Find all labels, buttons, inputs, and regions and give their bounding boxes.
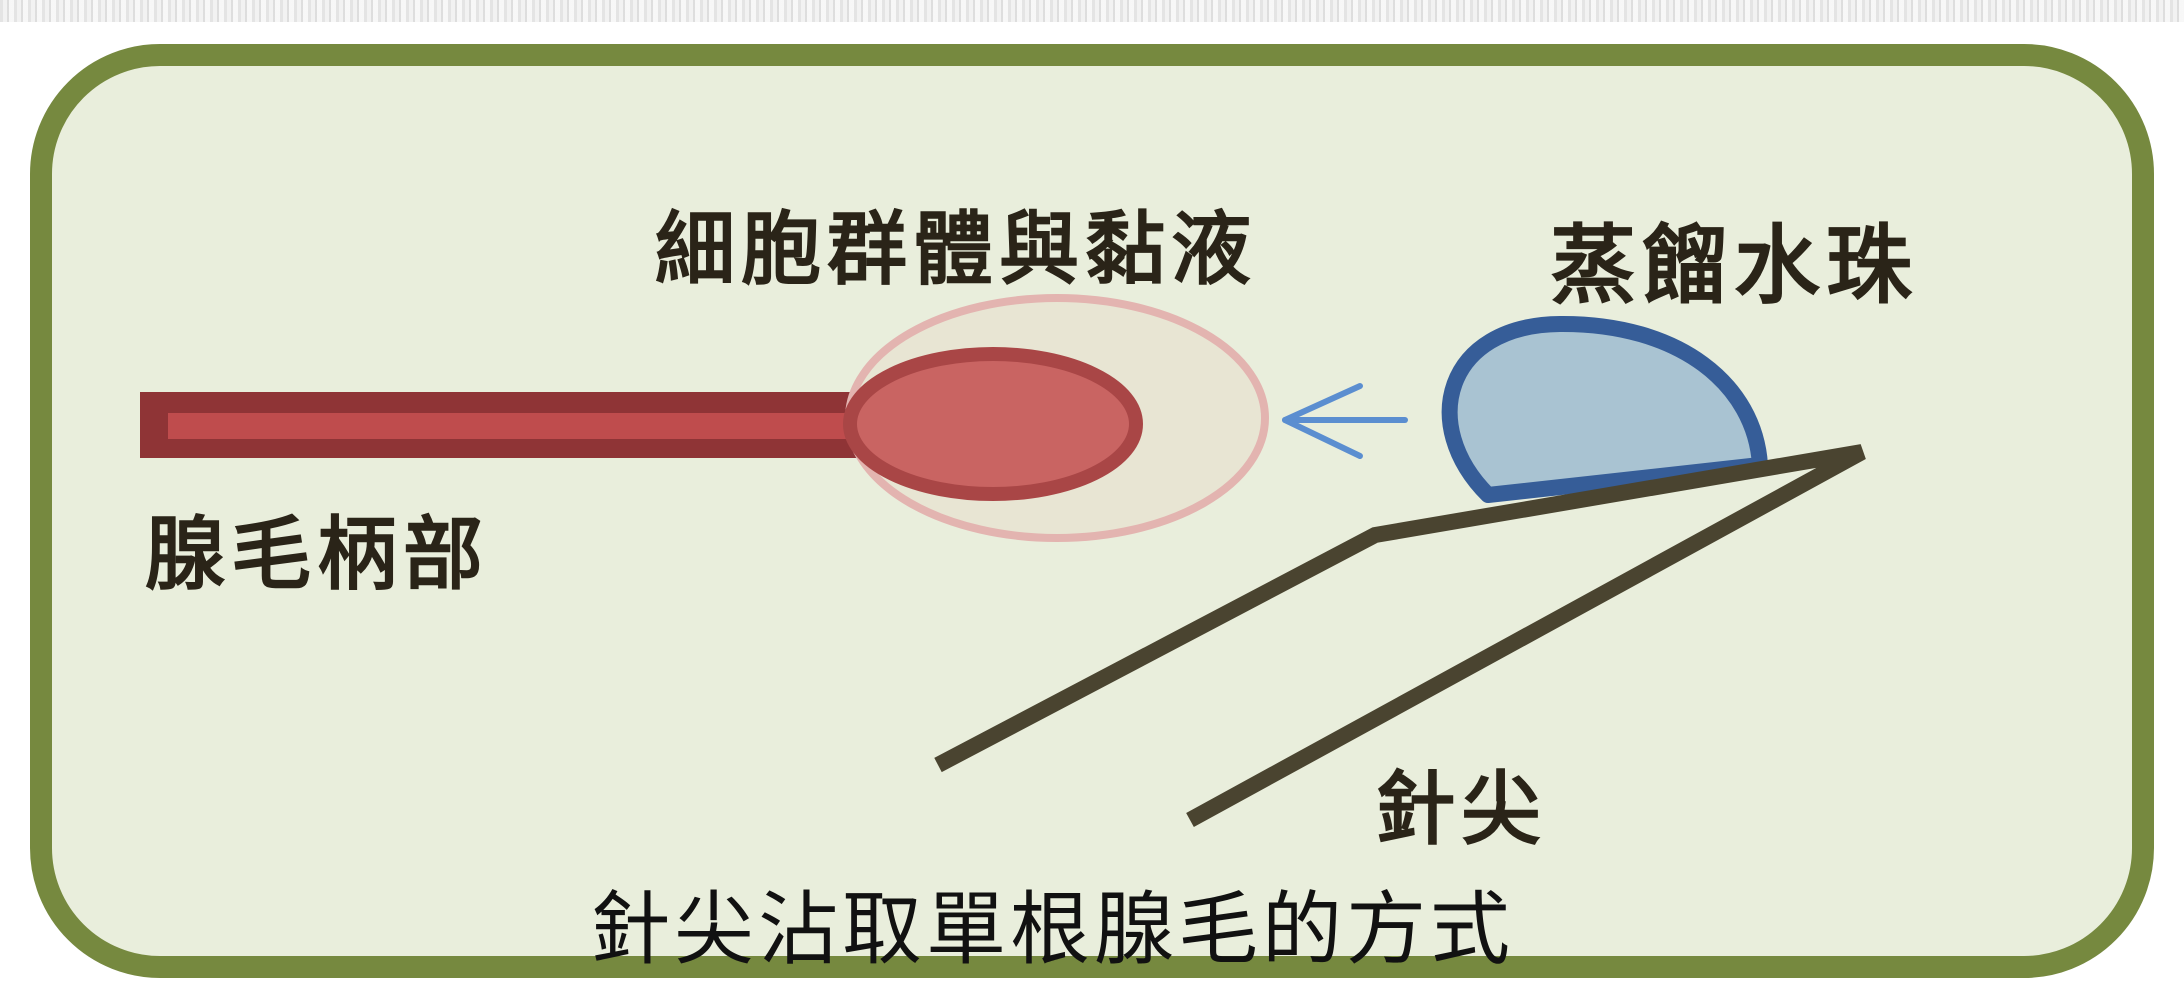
label-distilled-water-drop: 蒸餾水珠 [1550,215,1918,316]
arrow-left-icon [1282,383,1408,459]
label-cell-cluster-mucus: 細胞群體與黏液 [655,202,1257,296]
trichome-stalk-inner [168,413,860,439]
diagram-caption: 針尖沾取單根腺毛的方式 [590,883,1514,976]
top-edge-strip [0,0,2184,22]
label-needle-tip: 針尖 [1375,762,1547,856]
label-trichome-stalk: 腺毛柄部 [145,507,489,601]
cell-cluster [843,347,1143,501]
needle-tip [934,444,1866,828]
distilled-water-drop [1441,315,1768,503]
trichome-stalk [140,392,860,458]
